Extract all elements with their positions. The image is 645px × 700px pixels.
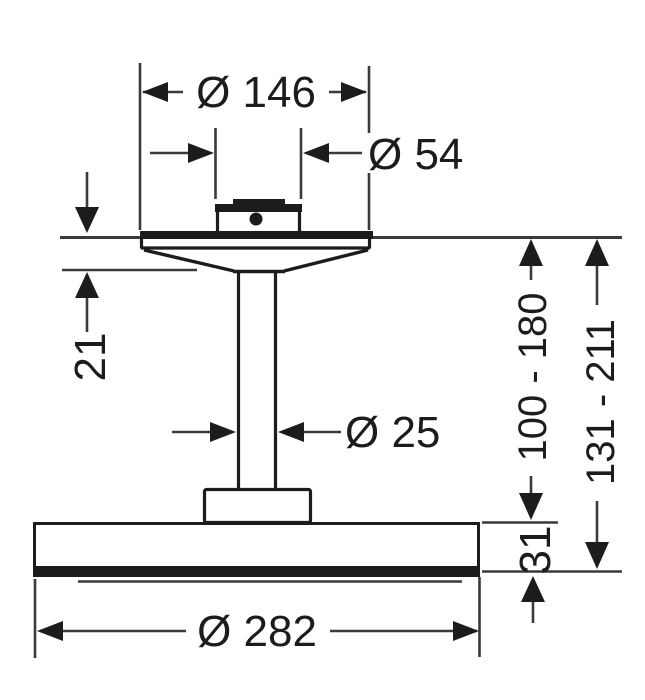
ceiling-plate-skirt: [143, 248, 369, 274]
dim-label-ceiling-plate-diameter: Ø 146: [196, 68, 316, 117]
dim-pipe-diameter: [172, 422, 341, 442]
connector-screw-dot: [249, 212, 263, 226]
label-backing: [183, 72, 329, 112]
dimension-line: [62, 172, 197, 332]
dim-label-plate-height: 21: [66, 333, 115, 382]
ceiling-plate: [139, 231, 373, 274]
connector-top-edge: [215, 204, 302, 212]
arrowhead-left: [142, 82, 168, 102]
label-backing: [576, 305, 618, 501]
dim-plate-height: [62, 172, 197, 332]
dim-head-height: [521, 576, 545, 623]
ceiling-plate-top-edge: [140, 231, 373, 239]
arrowhead-left: [210, 422, 236, 442]
arrowhead-left: [188, 143, 214, 163]
arrowhead-up: [585, 239, 609, 266]
extension-lines: [214, 128, 303, 199]
arrowhead-right: [341, 82, 367, 102]
arrowhead-up: [519, 239, 543, 266]
label-backing: [362, 133, 470, 173]
dim-label-ceiling-to-head-top: 100 - 180: [511, 292, 555, 461]
dim-ceiling-to-head-bottom: [482, 239, 622, 573]
spray-face: [33, 566, 480, 577]
connector-sides: [215, 212, 302, 231]
dim-label-connector-diameter: Ø 54: [368, 130, 463, 179]
dim-connector-diameter: [150, 128, 470, 199]
extension-lines: [33, 577, 481, 658]
dim-label-pipe-diameter: Ø 25: [345, 408, 440, 457]
dim-ceiling-to-head-top: [482, 239, 558, 524]
dim-ceiling-plate-diameter: [138, 63, 371, 230]
dim-label-head-diameter: Ø 282: [197, 607, 317, 656]
dim-label-ceiling-to-head-bottom: 131 - 211: [579, 319, 623, 485]
shower-head: [33, 522, 480, 583]
label-backing: [510, 280, 552, 476]
arrowhead-up: [75, 272, 99, 298]
label-backing: [186, 611, 330, 651]
ceiling-plate-slab: [139, 239, 372, 250]
arrowhead-down: [585, 542, 609, 569]
connector-notch: [233, 199, 285, 205]
arrowhead-left: [37, 621, 63, 641]
arrowhead-right: [303, 143, 329, 163]
arrowhead-down: [519, 493, 543, 520]
arrowhead-down: [75, 207, 99, 233]
pipe-coupling: [202, 487, 313, 525]
dim-head-diameter: [33, 577, 481, 658]
arrowhead-right: [453, 621, 479, 641]
dim-label-head-height: 31: [511, 526, 560, 575]
ceiling-connector-block: [215, 199, 302, 231]
arrowhead-up: [521, 576, 545, 602]
shower-arm-pipe: [236, 271, 278, 490]
arrowhead-right: [278, 422, 304, 442]
